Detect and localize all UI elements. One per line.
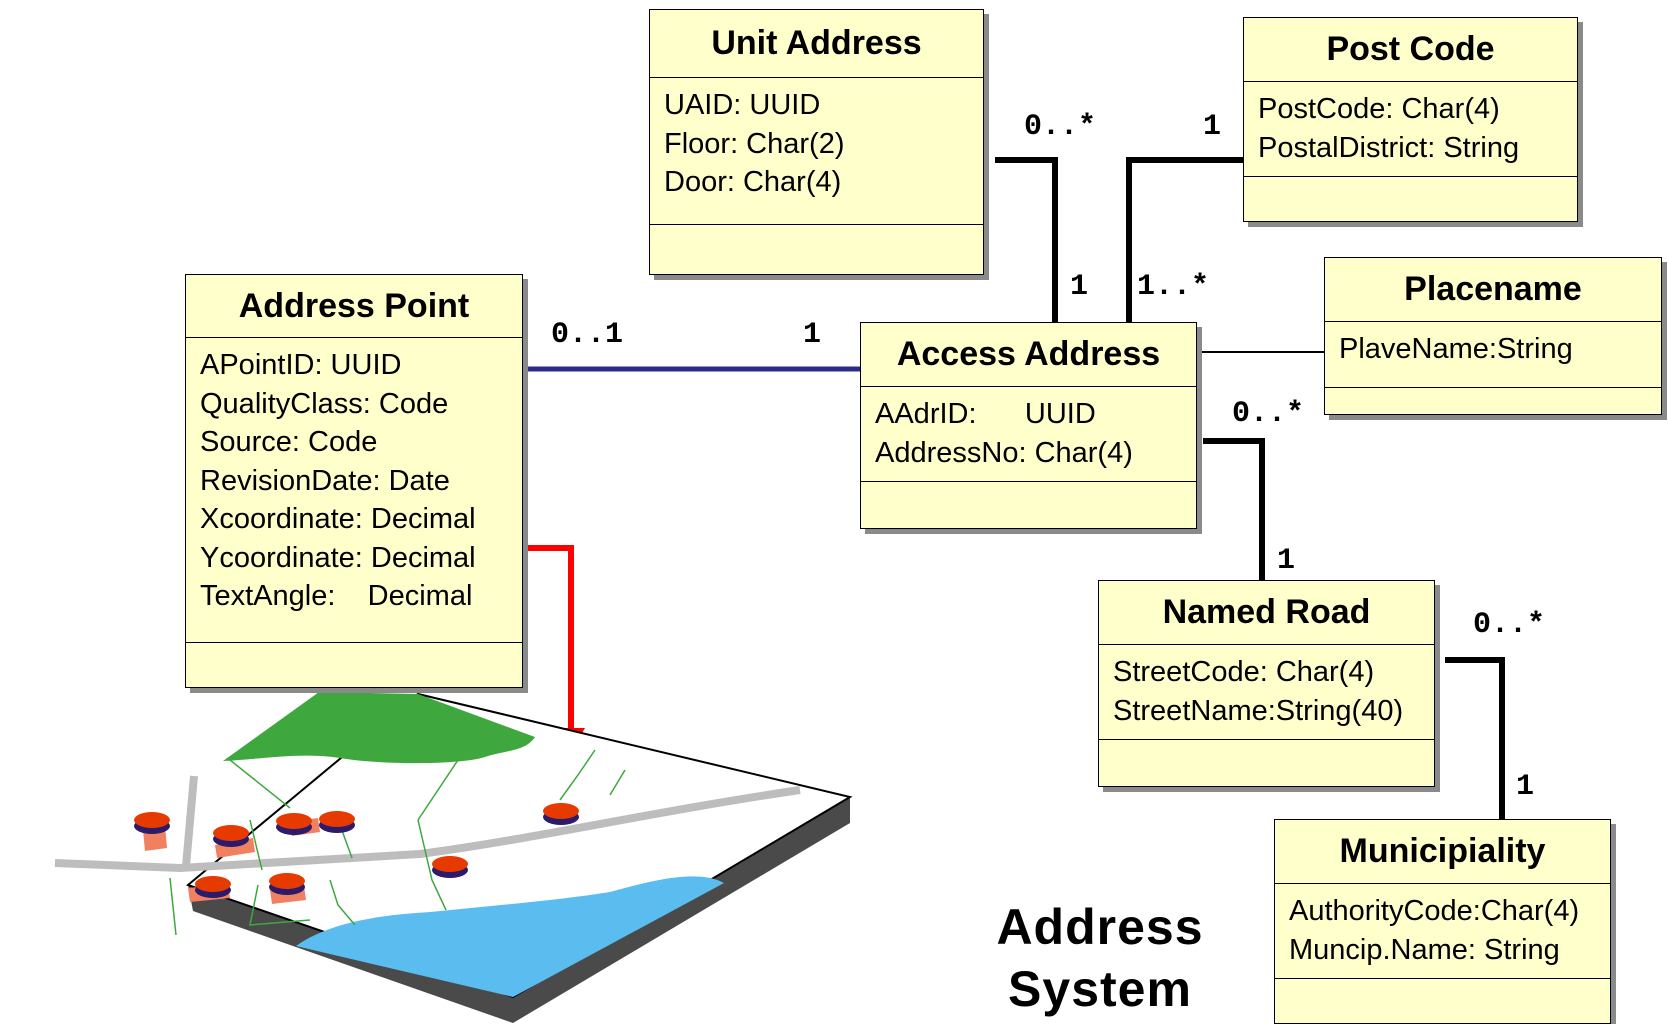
class-title: Unit Address bbox=[650, 10, 983, 78]
diagram-title-line: System bbox=[1008, 961, 1192, 1017]
attribute: PlaveName:String bbox=[1339, 333, 1573, 365]
multiplicity-label: 1 bbox=[1203, 110, 1222, 144]
attribute: UAID: UUID bbox=[664, 89, 821, 121]
multiplicity-label: 0..* bbox=[1473, 608, 1546, 642]
class-attributes: UAID: UUID Floor: Char(2) Door: Char(4) bbox=[650, 78, 983, 225]
class-attributes: StreetCode: Char(4) StreetName:String(40… bbox=[1099, 645, 1434, 740]
attribute: APointID: UUID bbox=[200, 349, 402, 381]
attribute: AAdrID: UUID bbox=[875, 398, 1096, 430]
attribute: RevisionDate: Date bbox=[200, 464, 450, 497]
assoc-access-road bbox=[1203, 438, 1265, 580]
attribute: AddressNo: Char(4) bbox=[875, 436, 1133, 469]
diagram-title: Address System bbox=[960, 896, 1240, 1020]
attribute: PostCode: Char(4) bbox=[1258, 93, 1500, 125]
class-attributes: PostCode: Char(4) PostalDistrict: String bbox=[1244, 82, 1577, 177]
attribute: QualityClass: Code bbox=[200, 387, 449, 420]
assoc-road-muni bbox=[1445, 657, 1505, 819]
class-title: Named Road bbox=[1099, 581, 1434, 645]
multiplicity-label: 0..* bbox=[1024, 110, 1097, 144]
multiplicity-label: 1 bbox=[1070, 270, 1089, 304]
attribute: AuthorityCode:Char(4) bbox=[1289, 895, 1580, 927]
class-title: Municipiality bbox=[1275, 820, 1610, 884]
class-address-point[interactable]: Address Point APointID: UUID QualityClas… bbox=[185, 274, 523, 688]
class-title: Post Code bbox=[1244, 18, 1577, 82]
class-attributes: AuthorityCode:Char(4) Muncip.Name: Strin… bbox=[1275, 884, 1610, 979]
attribute: StreetCode: Char(4) bbox=[1113, 656, 1375, 688]
attribute: Xcoordinate: Decimal bbox=[200, 503, 476, 535]
class-municipiality[interactable]: Municipiality AuthorityCode:Char(4) Munc… bbox=[1274, 819, 1611, 1024]
attribute: Muncip.Name: String bbox=[1289, 933, 1560, 966]
assoc-post-access bbox=[1126, 157, 1243, 322]
attribute: Source: Code bbox=[200, 426, 378, 458]
attribute: StreetName:String(40) bbox=[1113, 694, 1404, 727]
multiplicity-label: 1..* bbox=[1137, 270, 1210, 304]
attribute: TextAngle: Decimal bbox=[200, 580, 473, 612]
class-title: Address Point bbox=[186, 275, 522, 338]
multiplicity-label: 1 bbox=[803, 318, 822, 352]
class-unit-address[interactable]: Unit Address UAID: UUID Floor: Char(2) D… bbox=[649, 9, 984, 275]
attribute: PostalDistrict: String bbox=[1258, 131, 1520, 164]
map-illustration bbox=[54, 692, 853, 1023]
attribute: Floor: Char(2) bbox=[664, 127, 845, 160]
coordinate-arrow-line bbox=[513, 545, 574, 730]
class-named-road[interactable]: Named Road StreetCode: Char(4) StreetNam… bbox=[1098, 580, 1435, 787]
diagram-title-line: Address bbox=[996, 899, 1204, 955]
assoc-unit-access bbox=[995, 157, 1058, 322]
class-attributes: APointID: UUID QualityClass: Code Source… bbox=[186, 338, 522, 643]
attribute: Ycoordinate: Decimal bbox=[200, 541, 476, 574]
class-title: Placename bbox=[1325, 258, 1661, 322]
class-attributes: AAdrID: UUID AddressNo: Char(4) bbox=[861, 387, 1196, 482]
attribute: Door: Char(4) bbox=[664, 166, 842, 198]
class-placename[interactable]: Placename PlaveName:String bbox=[1324, 257, 1662, 415]
class-access-address[interactable]: Access Address AAdrID: UUID AddressNo: C… bbox=[860, 322, 1197, 529]
map-markers bbox=[134, 803, 579, 898]
multiplicity-label: 0..1 bbox=[551, 318, 624, 352]
multiplicity-label: 1 bbox=[1516, 770, 1535, 804]
multiplicity-label: 0..* bbox=[1232, 397, 1305, 431]
class-attributes: PlaveName:String bbox=[1325, 322, 1661, 388]
multiplicity-label: 1 bbox=[1277, 544, 1296, 578]
class-title: Access Address bbox=[861, 323, 1196, 387]
class-post-code[interactable]: Post Code PostCode: Char(4) PostalDistri… bbox=[1243, 17, 1578, 222]
